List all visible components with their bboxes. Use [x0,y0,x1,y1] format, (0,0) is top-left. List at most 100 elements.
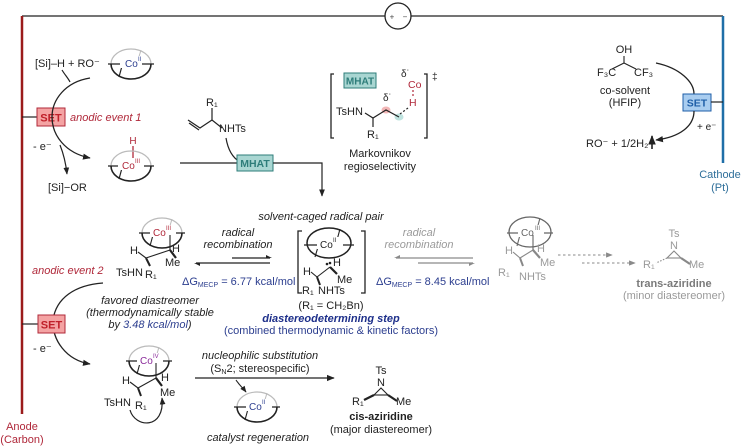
diastereodetermining-step-label: diastereodetermining step [262,313,400,325]
me-label: Me [160,387,175,399]
f3c-label: F₃C [597,67,616,79]
anodic-event-2: anodic event 2 SET - e⁻ Co IV H H Me TsH… [22,265,175,424]
favored-note: (thermodynamically stable [86,307,214,319]
battery-minus: − [403,13,408,22]
recombination-label: recombination [384,239,453,251]
co-label: Co [521,228,534,239]
energy-left: ΔGMECP = 6.77 kcal/mol [182,276,295,289]
co-iii-hydride: H Co III [108,136,154,182]
substitution-label: nucleophilic substitution [202,350,318,362]
ts-label: Ts [376,365,388,377]
h-label: H [303,266,311,278]
tshn-label: TsHN [116,267,143,279]
co-ox-state: III [535,226,540,232]
right-recombination: radical recombination ΔGMECP = 8.45 kcal… [376,216,725,302]
catalyst-regeneration-label: catalyst regeneration [207,432,309,444]
set-label: SET [40,113,62,125]
radical-pair: solvent-caged radical pair Co II H H Me … [224,211,438,337]
anodic-event-1-label: anodic event 1 [70,112,142,124]
r1-label: R₁ [498,267,510,279]
entry-arc [61,69,71,83]
co-ox-state: III [135,159,140,165]
anodic-event-2-label: anodic event 2 [32,265,104,277]
recombination-label: radical [222,227,255,239]
co-label: Co [125,59,138,70]
anodic-event-1: SET anodic event 1 [Si]–H + RO⁻ - e⁻ [Si… [22,48,154,194]
cosolvent-label: co-solvent [600,85,650,97]
minor-diastereomer-label: (minor diastereomer) [623,290,725,302]
me-label: Me [540,257,555,269]
me-label: Me [396,396,411,408]
ts-label: Ts [669,228,681,240]
me-label: Me [337,274,352,286]
co-ox-state: III [166,226,171,232]
r1-label: R₁ [206,97,218,109]
si-h-reactants: [Si]–H + RO⁻ [35,58,100,70]
major-diastereomer-label: (major diastereomer) [330,424,432,436]
co-label: Co [122,161,135,172]
radical-pair-title: solvent-caged radical pair [258,211,385,223]
h-label: H [505,245,513,257]
si-or-product: [Si]−OR [48,182,87,194]
favored-diastereomer-label: favored diastreomer [101,295,200,307]
mhat-label: MHAT [240,158,270,170]
set-label: SET [687,98,708,110]
co-ox-state: II [138,57,142,63]
electron-loss: - e⁻ [33,141,52,153]
anode-material-label: (Carbon) [0,434,43,446]
r1-label: R₁ [643,259,655,271]
h-label: H [409,97,417,109]
n-label: N [670,240,678,252]
h-label: H [537,243,545,255]
sn2-label: (SN2; stereospecific) [210,363,309,376]
h-label: H [333,257,341,269]
h-label: H [122,375,130,387]
cathode-products: RO⁻ + 1/2H₂ [586,138,648,150]
nhts-label: NHTs [519,271,546,283]
h-label: H [161,372,169,384]
recombination-label: recombination [203,239,272,251]
h-label: H [172,243,180,255]
trans-aziridine-label: trans-aziridine [636,278,711,290]
electron-gain: + e⁻ [697,122,716,133]
oh-label: OH [616,44,633,56]
delta-label: δ˙ [401,69,410,80]
r1-label: R₁ [145,269,157,281]
co-label: Co [320,240,333,251]
r1-label: R₁ [352,396,364,408]
sn2-curved-arrow [129,397,166,424]
r1-definition: (R₁ = CH₂Bn) [298,300,363,312]
step-subtitle: (combined thermodynamic & kinetic factor… [224,325,438,337]
me-label: Me [689,259,704,271]
exit-arc [59,144,70,175]
n-label: N [377,377,385,389]
co-label: Co [249,402,262,413]
h-label: H [130,245,138,257]
favored-energy-note: by 3.48 kcal/mol) [108,319,192,331]
tshn-label: TsHN [336,106,363,118]
me-label: Me [165,257,180,269]
battery-icon [384,2,412,30]
r1-label: R₁ [367,129,379,141]
recombination-label: radical [403,227,436,239]
co-label: Co [408,79,422,91]
delta-label: δ˙ [383,93,392,104]
r1-label: R₁ [302,285,314,297]
co-ox-state: II [333,238,337,244]
r1-label: R₁ [135,400,147,412]
anode-label: Anode [6,421,38,433]
regioselectivity-caption: regioselectivity [344,161,417,173]
cycle-arc [51,77,91,160]
set-box-anodic-1 [36,107,66,127]
co-label: Co [140,356,153,367]
markovnikov-caption: Markovnikov [349,148,411,160]
co-ox-state: IV [153,354,159,360]
hydride-h: H [129,136,136,147]
dagger-symbol: ‡ [432,72,438,83]
cathode-material-label: (Pt) [711,182,729,194]
set-label: SET [41,320,63,332]
cathode-label: Cathode [699,169,741,181]
cathode-half-reaction: OH F₃C CF₃ co-solvent (HFIP) SET + e⁻ RO… [586,44,723,150]
